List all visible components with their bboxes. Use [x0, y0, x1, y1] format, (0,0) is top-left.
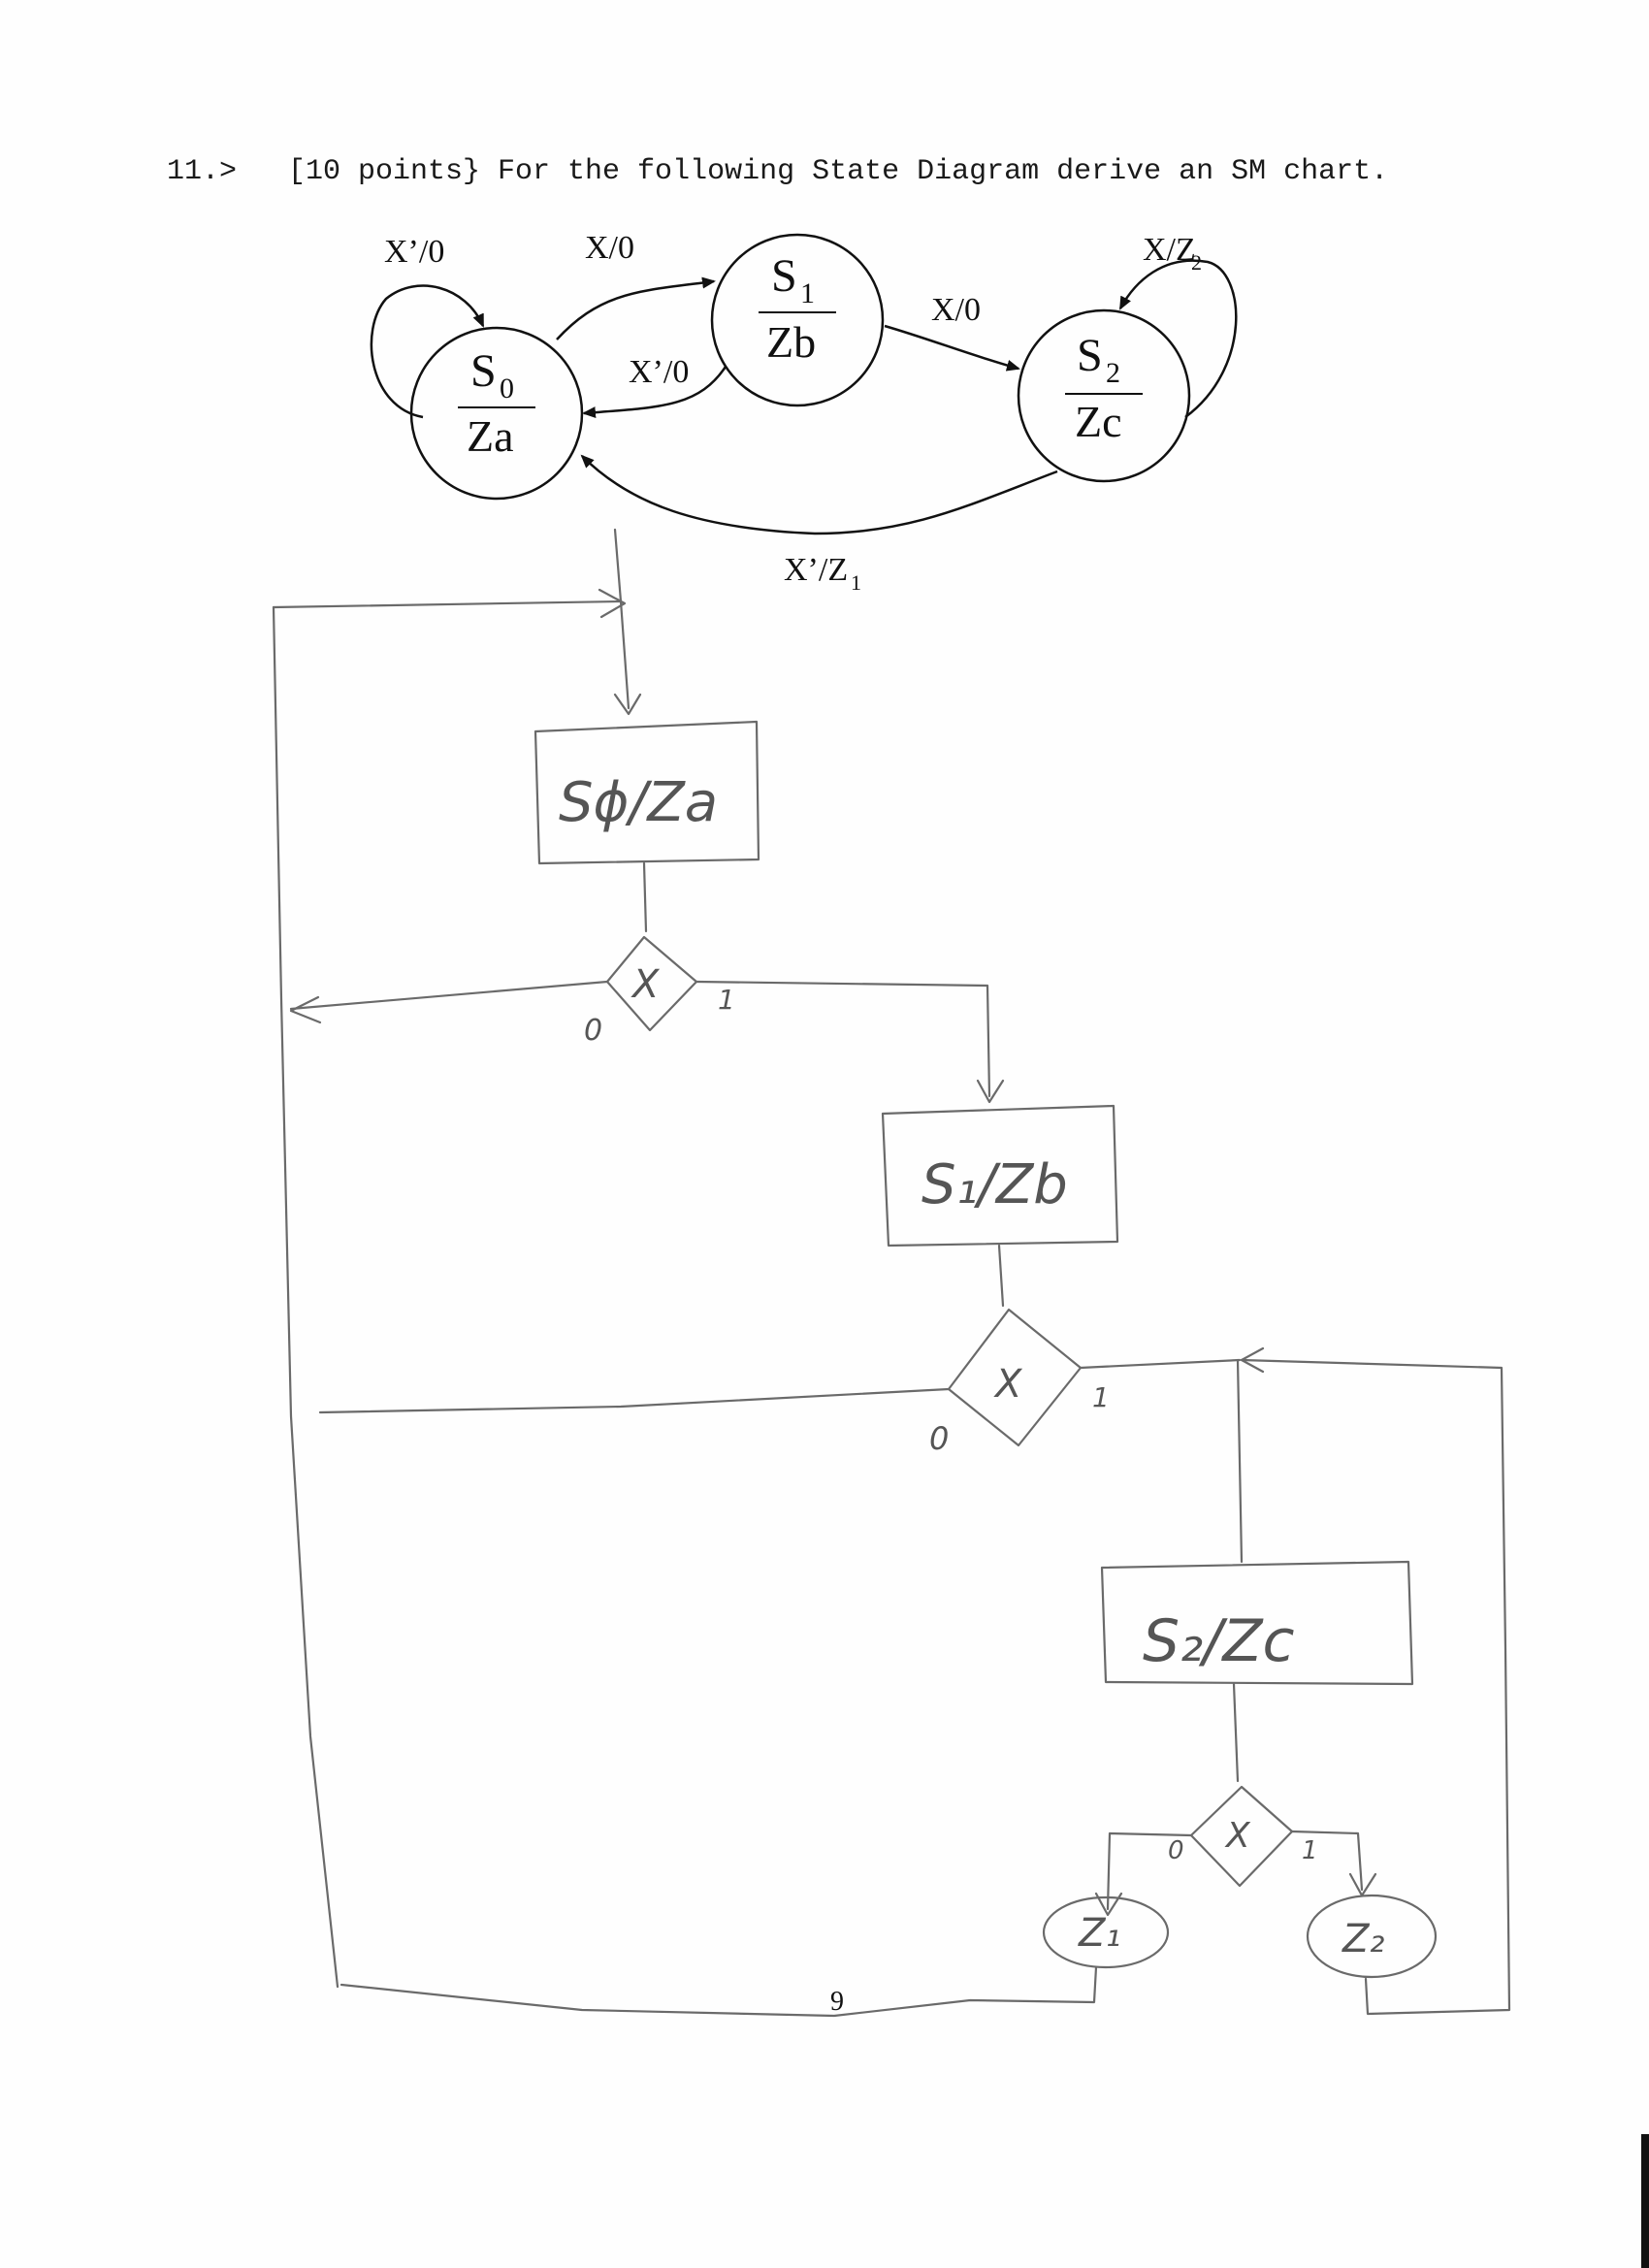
entry-line [613, 528, 630, 710]
state-s2-sub: 2 [1106, 357, 1120, 389]
state-s0: S 0 Za [409, 326, 584, 501]
decision-3-false-line [1106, 1831, 1193, 1911]
loop-top-line [272, 599, 623, 609]
decision-3 [1189, 1785, 1294, 1888]
decision-1-label: X [630, 962, 661, 1007]
decision-3-true-line [1290, 1830, 1364, 1892]
loop-top-arrow [598, 588, 627, 619]
transition-s0-self [370, 284, 485, 419]
transition-label-s2-self-sub: 2 [1191, 250, 1202, 275]
decision-2-false-line [318, 1387, 951, 1414]
decision-1-false-line [289, 980, 609, 1011]
s2-down-line [1232, 1682, 1240, 1783]
scan-edge-mark [1641, 2134, 1649, 2268]
question-text: [10 points} For the following State Diag… [288, 155, 1389, 188]
state-diagram: S 0 Za S 1 Zb S 2 Zc [370, 230, 1238, 595]
decision-1-true-arrow [976, 1079, 1005, 1104]
state-s2-name: S [1077, 330, 1103, 381]
transition-label-s1-s2: X/0 [931, 292, 981, 328]
conditional-output-z1 [1042, 1895, 1170, 1969]
state-s1: S 1 Zb [710, 233, 885, 407]
state-box-s1 [881, 1104, 1119, 1247]
decision-1-true: 1 [718, 984, 735, 1016]
conditional-output-z2 [1306, 1894, 1438, 1979]
s0-down-line [642, 861, 648, 933]
question-number: 11.> [167, 155, 238, 188]
state-s2: S 2 Zc [1017, 308, 1191, 483]
right-loop-line [1240, 1358, 1511, 2016]
transition-label-s1-s0: X’/0 [629, 354, 689, 390]
state-s1-sub: 1 [800, 277, 815, 309]
decision-2-true: 1 [1092, 1381, 1110, 1413]
transition-label-s2-self: X/Z [1143, 232, 1196, 268]
state-box-s0-label: Sϕ/Za [559, 771, 718, 834]
decision-3-true: 1 [1302, 1836, 1318, 1865]
transition-label-s2-s0: X’/Z [784, 552, 848, 588]
transition-label-s0-s1: X/0 [585, 230, 634, 266]
s1-down-line [997, 1244, 1005, 1308]
transition-s1-s2 [884, 324, 1020, 372]
question-heading: 11.> [10 points} For the following State … [167, 155, 1525, 188]
decision-1-false-arrow [289, 995, 322, 1024]
state-box-s0 [534, 720, 760, 865]
left-loop-line [272, 605, 340, 1989]
transition-s0-s1 [556, 276, 716, 340]
decision-3-label: X [1224, 1816, 1251, 1856]
bottom-return-line [340, 1965, 1098, 2018]
state-s2-output: Zc [1075, 397, 1122, 446]
transition-s1-s0 [582, 366, 728, 419]
decision-2-true-line [1079, 1358, 1242, 1370]
conditional-output-z1-label: Z₁ [1078, 1911, 1120, 1956]
decision-1-false: 0 [584, 1014, 602, 1048]
state-box-s2 [1100, 1560, 1414, 1686]
state-box-s2-label: S₂/Zc [1143, 1607, 1294, 1675]
decision-2 [947, 1308, 1083, 1447]
decision-3-false-arrow [1094, 1892, 1123, 1917]
state-s0-output: Za [467, 411, 514, 461]
transition-label-s2-s0-sub: 1 [851, 570, 861, 595]
transition-s2-self [1118, 259, 1238, 419]
sm-chart: Sϕ/Za X 0 1 S₁/Zb X 0 1 [272, 528, 1511, 2018]
state-s0-name: S [470, 345, 497, 397]
conditional-output-z2-label: Z₂ [1342, 1917, 1384, 1961]
decision-2-label: X [993, 1362, 1023, 1407]
decision-2-false: 0 [929, 1420, 949, 1457]
state-s1-output: Zb [766, 317, 816, 367]
transition-s2-s0 [580, 454, 1058, 535]
page-number: 9 [830, 1987, 844, 2017]
s2-entry-line [1236, 1358, 1244, 1564]
decision-3-false: 0 [1168, 1836, 1184, 1865]
decision-1-true-line [695, 980, 991, 1098]
decision-3-true-arrow [1348, 1872, 1377, 1897]
state-box-s1-label: S₁/Zb [922, 1153, 1068, 1216]
state-s1-name: S [771, 250, 797, 302]
entry-arrow [613, 693, 642, 716]
decision-1 [605, 935, 698, 1032]
transition-label-s0-self: X’/0 [384, 234, 444, 270]
state-s0-sub: 0 [500, 373, 514, 405]
